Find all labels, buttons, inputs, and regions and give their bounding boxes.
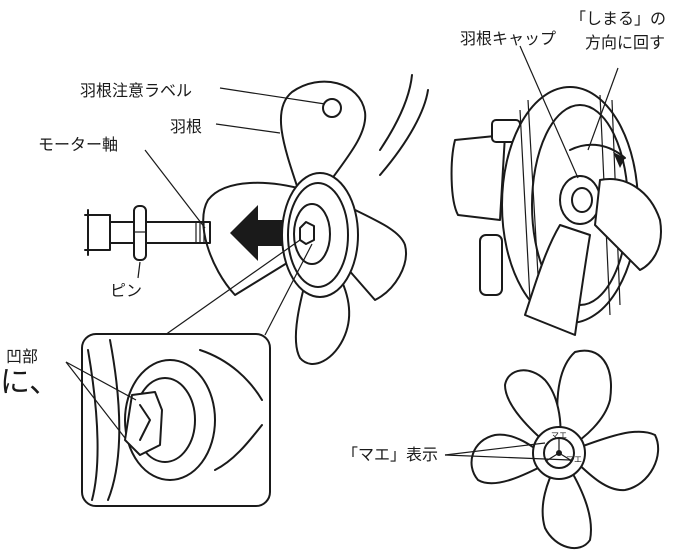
insert-direction-arrow [230,205,283,261]
label-pin: ピン [110,281,142,300]
label-blade: 羽根 [170,117,202,136]
fan-blade-assembly-illustration [84,74,429,365]
pin [133,205,147,261]
leader-lines [65,45,619,461]
label-recess: 凹部 [6,347,38,366]
caution-label-sticker [322,98,342,118]
hub-mark-right: マエ [566,455,582,464]
label-motor-shaft: モーター軸 [38,135,118,154]
label-tighten-line2: 方向に回す [585,33,665,52]
blade-cap-tightening-illustration [450,86,662,336]
motor-shaft [84,205,211,261]
label-blade-caution-label: 羽根注意ラベル [80,81,192,100]
recess-detail-callout [81,239,313,507]
fan-front-view-illustration [470,349,660,549]
label-tighten-line1: 「しまる」の [570,9,666,28]
hub-mark-top: マエ [551,431,567,440]
cut-off-body-text: に、 [0,365,59,400]
label-blade-cap: 羽根キャップ [460,29,556,48]
label-front-mark: 「マエ」表示 [342,445,438,464]
